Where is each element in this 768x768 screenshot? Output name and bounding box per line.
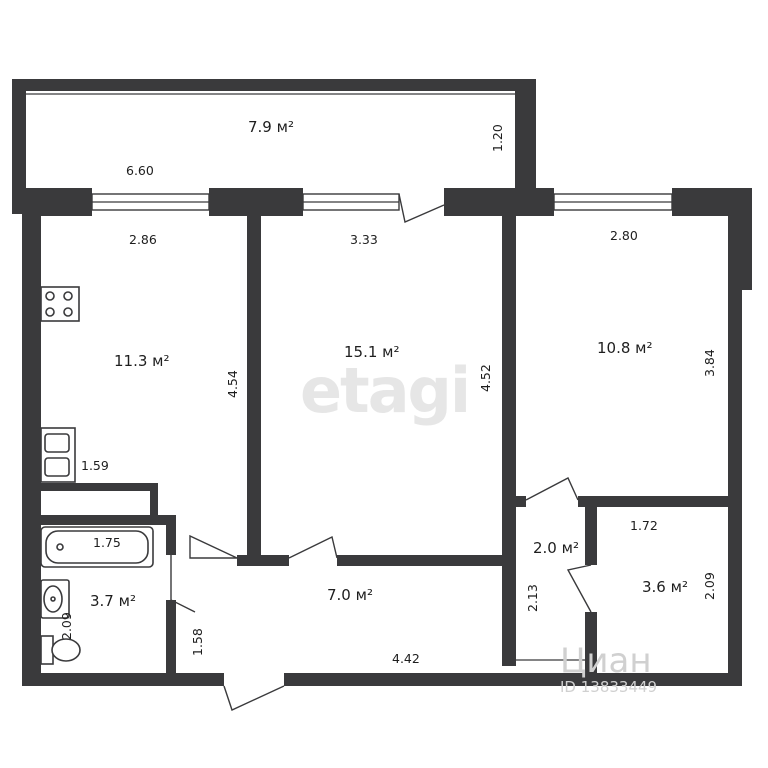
- small-room-width: 1.72: [630, 518, 658, 533]
- kitchen-width: 2.86: [129, 232, 157, 247]
- cian-id: ID 13833449: [560, 678, 657, 696]
- closet-length: 2.13: [525, 584, 540, 612]
- bathtub-icon: [40, 526, 154, 568]
- bedroom-length: 3.84: [702, 349, 717, 377]
- living-area: 15.1 м²: [344, 343, 400, 361]
- kitchen-sink-icon: [40, 427, 76, 483]
- cian-watermark: Циан ID 13833449: [560, 641, 657, 696]
- hall-length: 4.42: [392, 651, 420, 666]
- small-room-length: 2.09: [702, 572, 717, 600]
- hall-width: 1.58: [190, 628, 205, 656]
- kitchen-counter: 1.59: [81, 458, 109, 473]
- bedroom-width: 2.80: [610, 228, 638, 243]
- hall-area: 7.0 м²: [327, 586, 373, 604]
- toilet-icon: [40, 635, 81, 665]
- doors: [170, 193, 592, 711]
- balcony-length: 6.60: [126, 163, 154, 178]
- cian-logo: Циан: [560, 641, 652, 681]
- bedroom-area: 10.8 м²: [597, 339, 653, 357]
- closet-area: 2.0 м²: [533, 539, 579, 557]
- kitchen-length: 4.54: [225, 370, 240, 398]
- balcony-width: 1.20: [490, 124, 505, 152]
- bathroom-tub-length: 1.75: [93, 535, 121, 550]
- living-width: 3.33: [350, 232, 378, 247]
- balcony-area: 7.9 м²: [248, 118, 294, 136]
- living-length: 4.52: [478, 364, 493, 392]
- walls: [12, 79, 752, 686]
- stove-icon: [40, 286, 80, 322]
- small-room-area: 3.6 м²: [642, 578, 688, 596]
- windows: [26, 93, 673, 211]
- kitchen-area: 11.3 м²: [114, 352, 170, 370]
- watermark-etagi: etagi: [300, 354, 469, 427]
- bathroom-length: 2.09: [59, 612, 74, 640]
- washbasin-icon: [40, 579, 70, 619]
- bathroom-area: 3.7 м²: [90, 592, 136, 610]
